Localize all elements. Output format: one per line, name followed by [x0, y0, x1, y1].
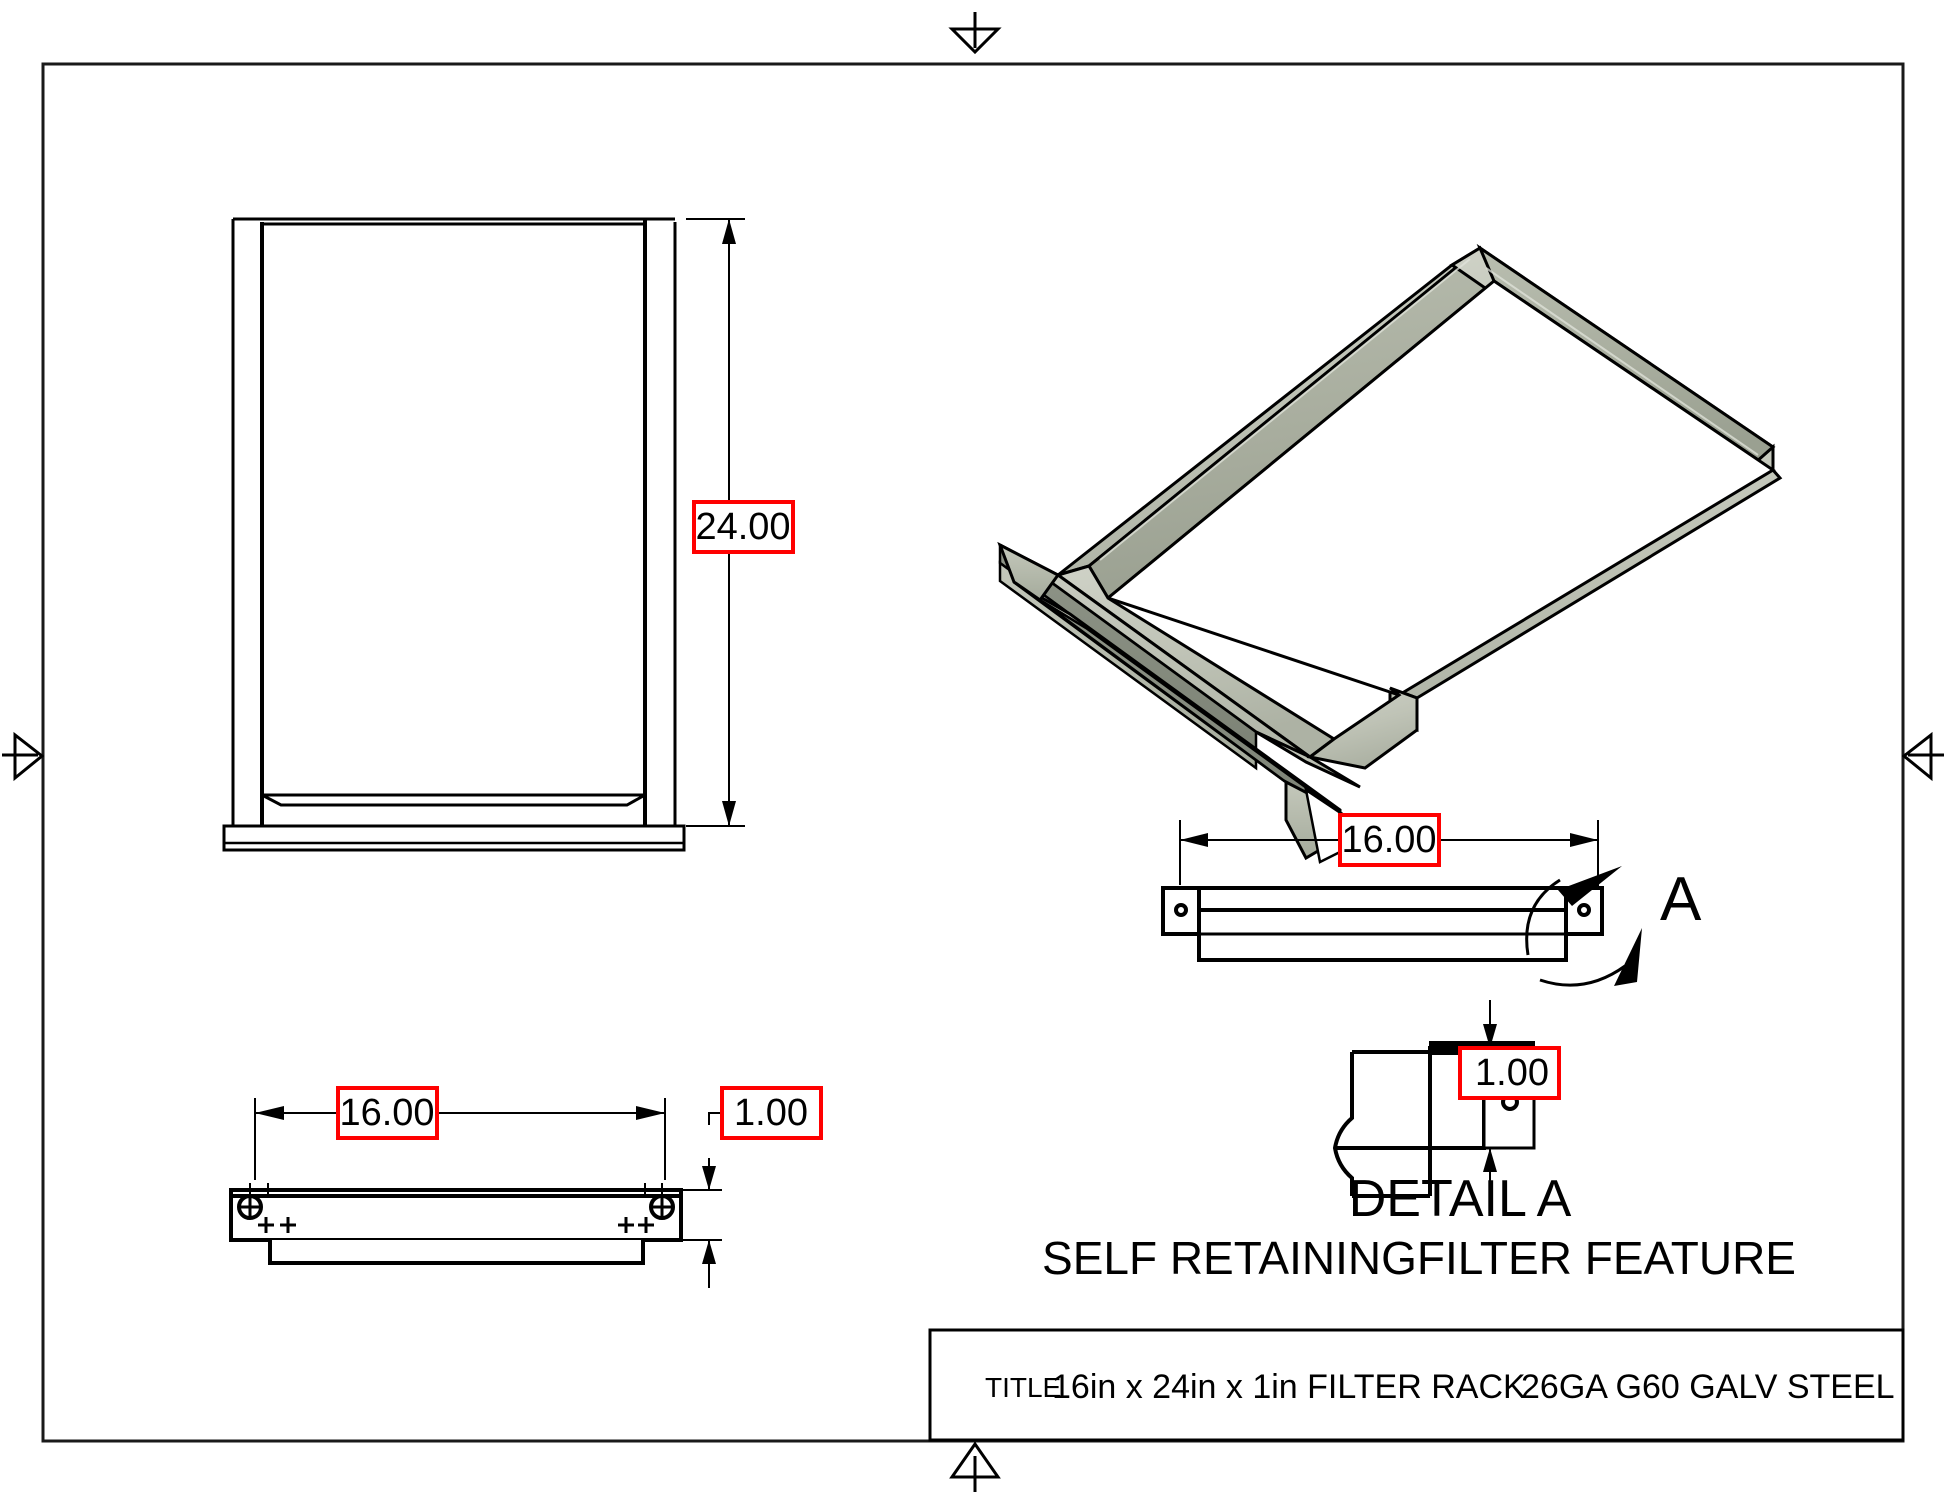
dimension-value-side-16-00: 16.00 — [1341, 819, 1436, 861]
title-block-part-name: 16in x 24in x 1in FILTER RACK — [1052, 1368, 1526, 1406]
annotation-box-24-00 — [692, 500, 795, 554]
title-block-label: TITLE — [985, 1372, 1061, 1403]
dimension-24-00: 24.00 — [686, 218, 795, 827]
isometric-pictorial-view — [997, 243, 1783, 864]
bottom-edge-view: 16.00 — [229, 1086, 823, 1288]
annotation-box-bottom-16-00 — [336, 1086, 439, 1140]
dimension-value-24-00: 24.00 — [695, 506, 790, 548]
iso-flange-bottom-top — [1255, 730, 1361, 789]
detail-a-title: DETAIL A — [1349, 1170, 1572, 1228]
bottom-left-fasteners — [237, 1183, 296, 1233]
detail-a-subtitle: SELF RETAININGFILTER FEATURE — [1042, 1232, 1796, 1284]
annotation-box-detail-1-00 — [1458, 1046, 1561, 1100]
centering-mark-right — [1901, 731, 1944, 782]
dimension-bottom-1-00: 1.00 — [678, 1086, 823, 1288]
title-block-frame — [928, 1328, 1905, 1442]
detail-callout-a: A — [1525, 865, 1702, 987]
centering-mark-top — [948, 12, 1002, 55]
dimension-value-bottom-1-00: 1.00 — [734, 1092, 808, 1134]
detail-a-view: 1.00 DETAIL A SELF RETAININGFILTER FEATU… — [1042, 1000, 1796, 1284]
bottom-right-fasteners — [618, 1183, 675, 1233]
title-block: TITLE 16in x 24in x 1in FILTER RACK 26GA… — [928, 1328, 1905, 1442]
side-profile-view: 16.00 A — [1161, 813, 1702, 987]
centering-mark-bottom — [949, 1441, 1001, 1492]
iso-flange-left-endcap — [997, 541, 1061, 603]
side-left-hole — [1174, 903, 1188, 917]
centering-mark-left — [2, 731, 45, 782]
title-block-material: 26GA G60 GALV STEEL — [1521, 1368, 1895, 1406]
front-elevation-view: 24.00 — [222, 217, 795, 852]
iso-rail-lower-right-outer — [1306, 686, 1419, 770]
dimension-detail-1-00: 1.00 — [1458, 1000, 1561, 1196]
detail-callout-letter: A — [1660, 865, 1702, 934]
annotation-box-side-16-00 — [1338, 813, 1441, 867]
side-right-hole — [1577, 903, 1591, 917]
dimension-value-bottom-16-00: 16.00 — [339, 1092, 434, 1134]
side-left-tab — [1161, 886, 1201, 936]
dimension-value-detail-1-00: 1.00 — [1475, 1052, 1549, 1094]
annotation-box-bottom-1-00 — [720, 1086, 823, 1140]
